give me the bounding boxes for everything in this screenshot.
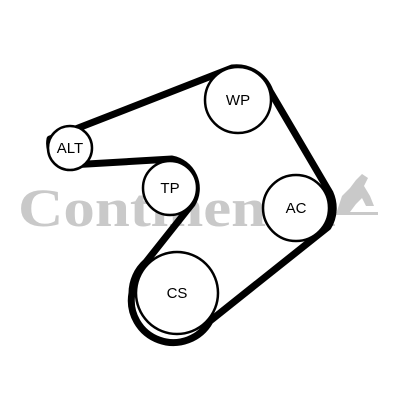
serpentine-belt (46, 64, 337, 347)
pulley-wp: WP (203, 65, 273, 135)
pulley-tp: TP (141, 159, 199, 217)
pulley-ac: AC (261, 173, 331, 243)
pulley-label-tp: TP (160, 180, 179, 197)
horse-emblem-icon (330, 174, 378, 215)
pulley-label-ac: AC (286, 200, 307, 217)
pulley-alt: ALT (46, 124, 94, 172)
pulley-label-alt: ALT (57, 140, 83, 157)
pulley-cs: CS (134, 250, 220, 336)
pulley-label-wp: WP (226, 92, 250, 109)
pulley-label-cs: CS (167, 285, 188, 302)
